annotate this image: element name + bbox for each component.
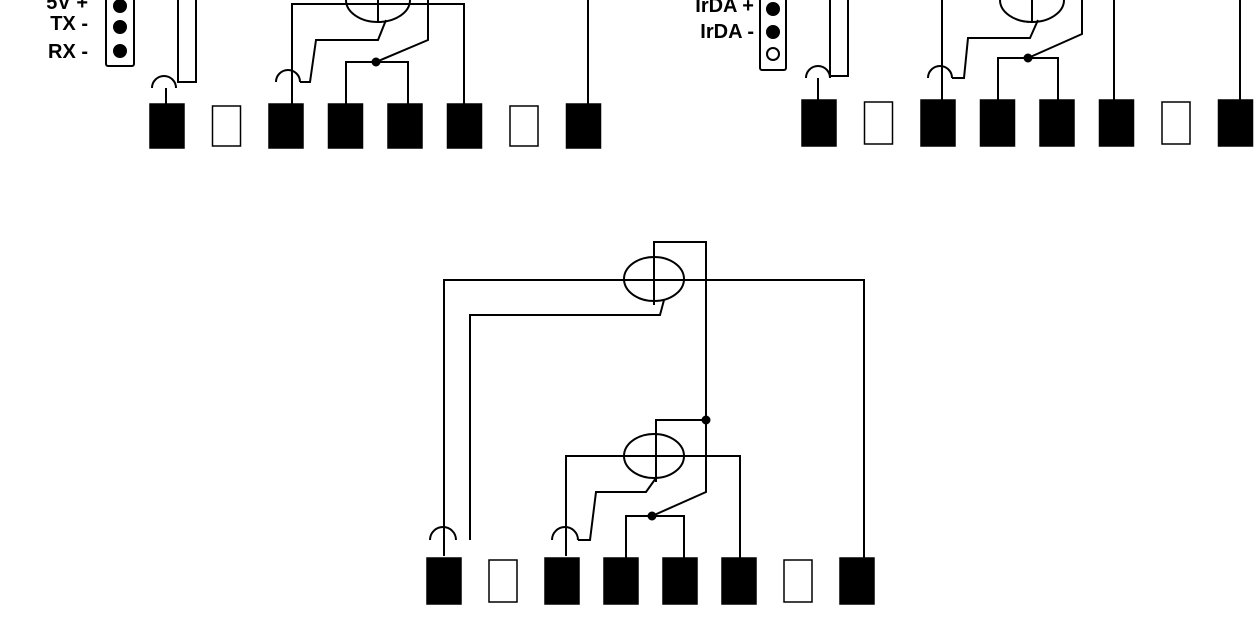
connector-pin-wired <box>979 99 1016 147</box>
wire <box>291 3 465 104</box>
header-block-left <box>105 0 135 67</box>
wire <box>1027 0 1083 59</box>
header-block-right <box>759 0 787 71</box>
connector-top-right <box>801 99 1254 147</box>
label-tx-minus: TX - <box>50 13 88 35</box>
connector-bottom <box>426 557 875 605</box>
label-rx-minus: RX - <box>48 41 88 63</box>
connector-pin-wired <box>662 557 698 605</box>
connector-pin-empty <box>488 559 518 603</box>
header-pin-irda-minus <box>766 25 780 39</box>
connector-pin-wired <box>839 557 875 605</box>
wire-crossover <box>275 69 301 83</box>
connector-pin-wired <box>565 103 602 149</box>
header-pin-irda-plus <box>766 2 780 16</box>
header-pin-5v <box>113 0 127 13</box>
label-irda-minus: IrDA - <box>700 21 754 43</box>
diagram-bottom <box>429 241 865 558</box>
wire-crossover <box>805 65 831 79</box>
wire-crossover <box>429 526 457 541</box>
wire <box>651 420 707 517</box>
diagram-top-right: IrDA + IrDA - <box>695 0 1241 100</box>
cable-loop <box>177 0 197 83</box>
connector-pin-wired <box>268 103 304 149</box>
connector-pin-empty <box>509 105 539 147</box>
wire <box>578 477 657 541</box>
connector-pin-wired <box>544 557 580 605</box>
connector-pin-wired <box>721 557 757 605</box>
connector-pin-wired <box>1098 99 1135 147</box>
wire <box>345 61 409 104</box>
diagram-top-left: 5V + TX - RX - <box>46 0 589 104</box>
connector-pin-empty <box>1161 101 1191 145</box>
wire-crossover <box>551 526 579 541</box>
connector-pin-wired <box>426 557 462 605</box>
connector-pin-empty <box>863 101 894 145</box>
cable-loop <box>829 0 849 77</box>
wire <box>565 455 741 558</box>
wire-crossover <box>151 75 177 89</box>
connector-pin-wired <box>920 99 956 147</box>
header-pin-rx <box>113 44 127 58</box>
header-pin-tx <box>113 20 127 34</box>
connector-pin-wired <box>446 103 483 149</box>
wire <box>375 0 429 63</box>
wire <box>997 57 1059 100</box>
connector-pin-wired <box>1039 99 1075 147</box>
header-pin-unused <box>766 47 780 61</box>
label-5v-plus: 5V + <box>46 0 88 14</box>
connector-pin-empty <box>211 105 242 147</box>
wire <box>469 299 665 540</box>
wire-crossover <box>927 65 953 79</box>
connector-pin-wired <box>149 103 185 149</box>
wire <box>625 515 685 558</box>
connector-pin-wired <box>1217 99 1254 147</box>
wire <box>300 19 387 83</box>
wire <box>443 279 865 558</box>
label-irda-plus: IrDA + <box>695 0 754 17</box>
connector-pin-wired <box>603 557 639 605</box>
wire <box>653 241 707 420</box>
connector-top-left <box>149 103 602 149</box>
connector-pin-wired <box>327 103 364 149</box>
wire <box>655 419 706 482</box>
wire <box>952 19 1039 79</box>
connector-pin-wired <box>801 99 837 147</box>
connector-pin-empty <box>783 559 813 603</box>
connector-pin-wired <box>387 103 423 149</box>
